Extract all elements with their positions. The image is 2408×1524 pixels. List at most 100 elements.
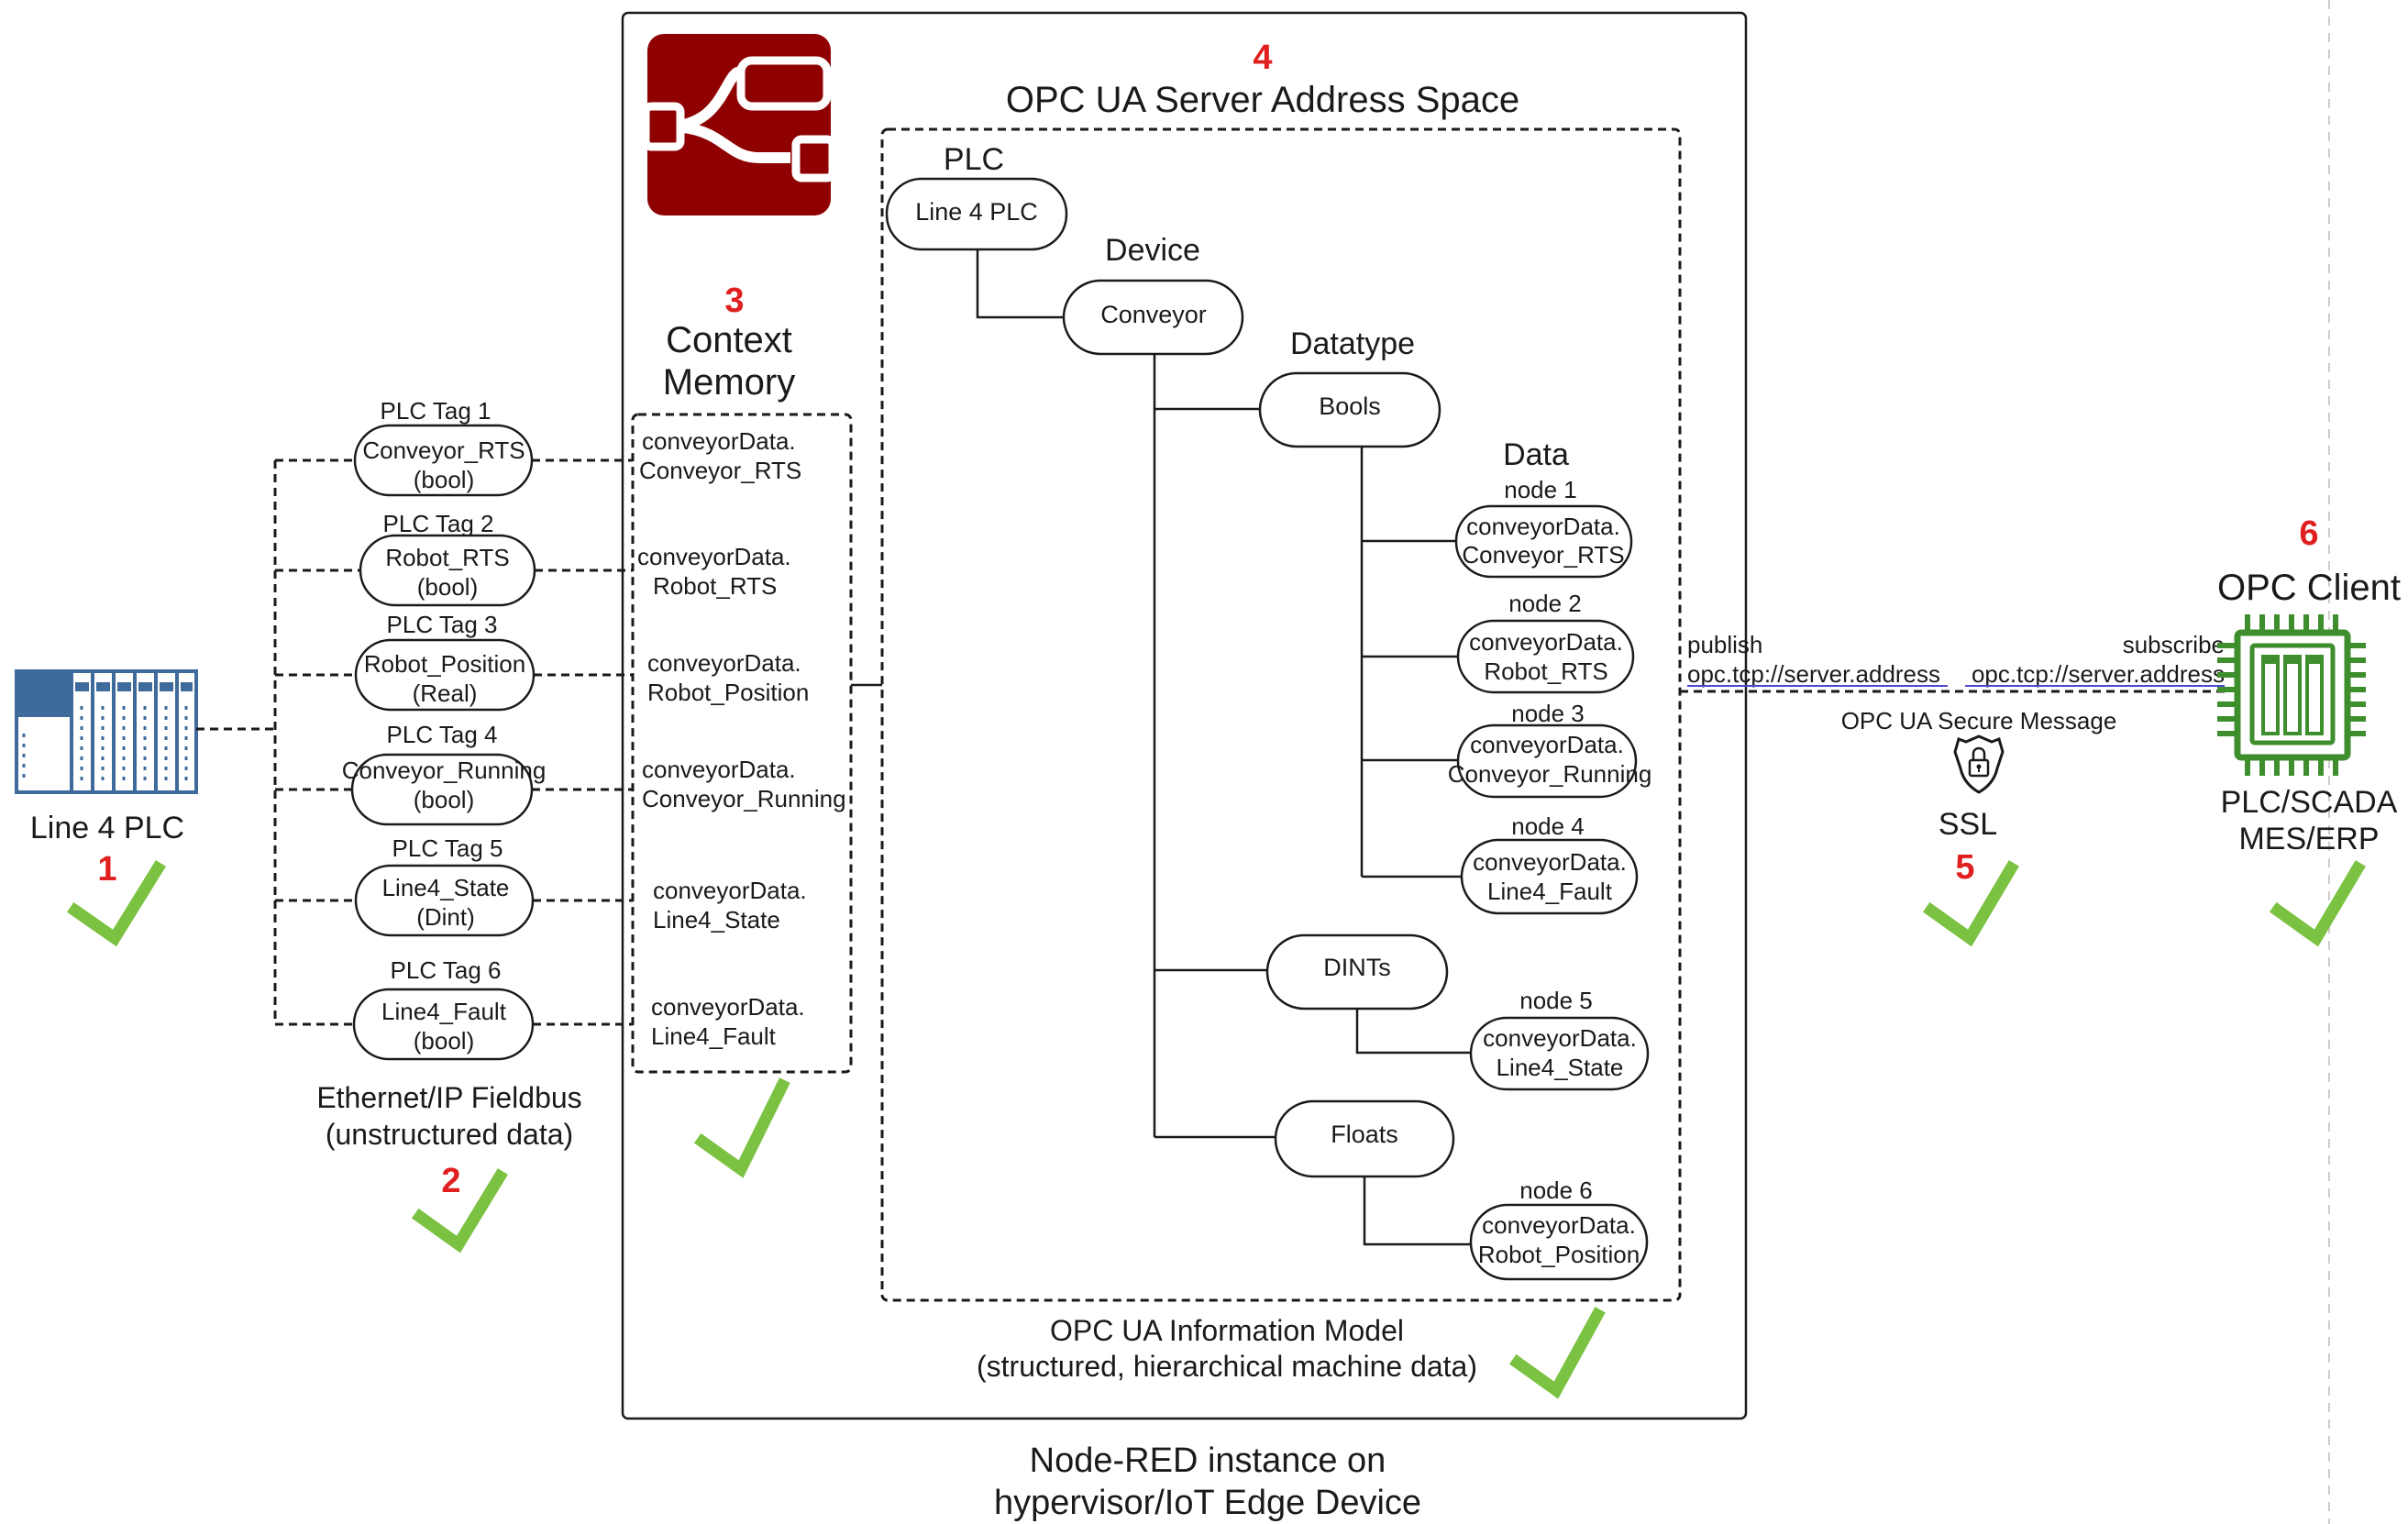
context-memory-title-line2: Memory [663, 362, 795, 403]
data-node-title: node 4 [1511, 812, 1585, 840]
plc-tag-4: PLC Tag 4 Conveyor_Running (bool) [342, 721, 547, 826]
context-entry: conveyorData. [651, 993, 805, 1021]
information-model-label: OPC UA Information Model [1050, 1314, 1404, 1347]
data-node-line1: conveyorData. [1466, 513, 1620, 540]
plc-tag-name: Line4_Fault [381, 998, 507, 1025]
data-node-line2: Conveyor_RTS [1462, 541, 1624, 569]
context-memory-title-line1: Context [666, 320, 792, 360]
plc-tag-name: Conveyor_Running [342, 756, 547, 784]
plc-tag-type: (bool) [414, 786, 474, 813]
node-red-instance-box [621, 11, 1748, 1420]
plc-tag-title: PLC Tag 5 [392, 834, 503, 862]
data-node-title: node 3 [1511, 700, 1585, 727]
secure-message-label: OPC UA Secure Message [1841, 707, 2117, 734]
tree-node-plc-label: Line 4 PLC [915, 198, 1038, 226]
data-node-title: node 2 [1508, 590, 1582, 617]
plc-tag-type: (bool) [417, 573, 478, 601]
plc-tag-3: PLC Tag 3 Robot_Position (Real) [354, 611, 536, 712]
check-mark-4 [1508, 1307, 1606, 1399]
plc-tag-title: PLC Tag 1 [381, 397, 492, 425]
step-number-2: 2 [441, 1162, 460, 1200]
step-number-3: 3 [724, 282, 744, 320]
data-node-1: node 1 conveyorData. Conveyor_RTS [1454, 476, 1633, 579]
context-memory-box [631, 413, 853, 1074]
data-node-line2: Line4_Fault [1487, 878, 1613, 905]
plc-tag-name: Robot_Position [364, 650, 525, 678]
plc-tag-5: PLC Tag 5 Line4_State (Dint) [354, 834, 535, 937]
tree-node-dints-label: DINTs [1323, 954, 1391, 981]
security-shield-icon [1953, 734, 2005, 794]
subscribe-label: subscribe [2123, 631, 2225, 658]
data-node-line1: conveyorData. [1473, 848, 1627, 876]
plc-tag-title: PLC Tag 4 [387, 721, 498, 748]
tree-node-device-label: Conveyor [1100, 301, 1207, 328]
data-node-6: node 6 conveyorData. Robot_Position [1469, 1176, 1649, 1281]
data-node-5: node 5 conveyorData. Line4_State [1469, 987, 1650, 1091]
check-mark-1 [66, 860, 166, 947]
plc-tag-name: Conveyor_RTS [362, 436, 525, 464]
plc-tag-6: PLC Tag 6 Line4_Fault (bool) [352, 956, 535, 1061]
plc-tag-type: (Real) [413, 679, 478, 707]
step-number-5: 5 [1955, 848, 1974, 887]
context-entry: Robot_Position [647, 679, 809, 706]
plc-tag-title: PLC Tag 6 [391, 956, 502, 984]
context-entry: Line4_Fault [651, 1022, 777, 1050]
tree-node-floats [1274, 1099, 1455, 1178]
context-entry: conveyorData. [642, 756, 796, 783]
information-model-sublabel: (structured, hierarchical machine data) [977, 1350, 1477, 1383]
opc-client-title: OPC Client [2217, 568, 2401, 608]
header-datatype: Datatype [1290, 326, 1415, 361]
plc-hardware-icon [15, 669, 198, 794]
data-node-title: node 1 [1504, 476, 1577, 503]
processor-chip-icon [2217, 614, 2366, 776]
lock-icon [1968, 746, 1990, 778]
data-node-line2: Robot_RTS [1484, 657, 1607, 685]
context-entry: conveyorData. [637, 543, 791, 570]
data-node-title: node 5 [1519, 987, 1593, 1014]
publish-label: publish [1687, 631, 1762, 658]
data-node-line1: conveyorData. [1470, 731, 1624, 758]
tree-node-bools [1258, 371, 1441, 448]
node-red-instance-sublabel: hypervisor/IoT Edge Device [994, 1484, 1421, 1522]
data-node-line1: conveyorData. [1469, 628, 1623, 656]
check-mark-3 [693, 1077, 790, 1178]
plc-tag-name: Line4_State [382, 874, 510, 901]
context-entry: conveyorData. [653, 877, 807, 904]
data-node-line1: conveyorData. [1483, 1024, 1637, 1052]
check-mark-2 [411, 1168, 508, 1253]
tree-node-device [1062, 279, 1244, 356]
plc-tag-type: (Dint) [416, 903, 475, 931]
fieldbus-label: Ethernet/IP Fieldbus [316, 1081, 581, 1114]
server-address-space-box [880, 127, 1682, 1302]
data-node-line1: conveyorData. [1482, 1211, 1636, 1239]
node-red-logo-icon [641, 34, 837, 215]
address-space-tree-lines [976, 249, 1471, 1246]
data-node-2: node 2 conveyorData. Robot_RTS [1456, 590, 1635, 694]
header-data: Data [1503, 437, 1569, 472]
plc-label: Line 4 PLC [30, 811, 184, 845]
context-entry: conveyorData. [642, 427, 796, 455]
plc-tag-title: PLC Tag 2 [383, 510, 494, 537]
context-entry: Conveyor_Running [642, 785, 846, 812]
data-node-line2: Conveyor_Running [1448, 760, 1652, 788]
header-plc: PLC [944, 142, 1004, 177]
publish-address: opc.tcp://server.address [1687, 660, 1940, 688]
plc-tag-type: (bool) [414, 1027, 474, 1055]
opc-client-systems-line1: PLC/SCADA [2221, 785, 2398, 820]
tree-node-floats-label: Floats [1331, 1121, 1398, 1148]
step-number-6: 6 [2299, 514, 2318, 553]
step-number-1: 1 [97, 850, 116, 889]
subscribe-address: opc.tcp://server.address [1972, 660, 2225, 688]
data-node-3: node 3 conveyorData. Conveyor_Running [1448, 700, 1652, 799]
data-node-line2: Robot_Position [1478, 1241, 1640, 1268]
node-red-instance-label: Node-RED instance on [1030, 1441, 1386, 1480]
fieldbus-wiring [196, 458, 633, 1026]
plc-tag-title: PLC Tag 3 [387, 611, 498, 638]
step-number-4: 4 [1253, 39, 1272, 77]
plc-tag-name: Robot_RTS [385, 544, 509, 571]
data-node-4: node 4 conveyorData. Line4_Fault [1460, 812, 1639, 915]
plc-tag-2: PLC Tag 2 Robot_RTS (bool) [359, 510, 536, 607]
context-entries: conveyorData. Conveyor_RTS conveyorData.… [637, 427, 846, 1050]
header-device: Device [1105, 233, 1200, 268]
